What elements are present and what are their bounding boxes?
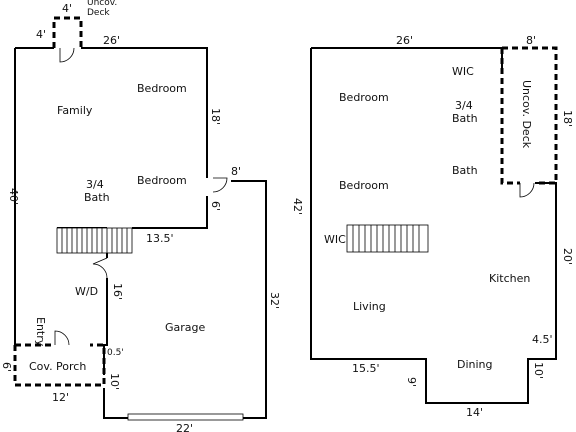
room-bath34-line1: 3/4 <box>455 99 473 112</box>
dim-32: 32' <box>268 292 281 309</box>
dim-26: 26' <box>103 34 120 47</box>
room-bath34-line2: Bath <box>452 112 478 125</box>
dim-40: 40' <box>7 188 20 205</box>
right-floor-plan: Bedroom Bedroom WIC WIC 3/4 Bath Bath Un… <box>291 34 574 419</box>
dim-right-15-5: 15.5' <box>352 362 380 375</box>
room-living: Living <box>353 300 386 313</box>
dim-right-20: 20' <box>561 248 574 265</box>
dim-18: 18' <box>209 108 222 125</box>
room-wic-left: WIC <box>324 233 346 246</box>
dim-right-4-5: 4.5' <box>532 333 553 346</box>
dim-right-10: 10' <box>532 362 545 379</box>
garage-entry-door-swing <box>212 177 228 193</box>
room-bath-line1: 3/4 <box>86 178 104 191</box>
room-dining: Dining <box>457 358 493 371</box>
right-left-wall <box>310 48 557 404</box>
dim-16: 16' <box>111 283 124 300</box>
room-wic-top: WIC <box>452 65 474 78</box>
deck-door-swing <box>59 47 75 63</box>
room-bedroom-2: Bedroom <box>137 174 187 187</box>
dim-10: 10' <box>108 373 121 390</box>
room-garage: Garage <box>165 321 206 334</box>
dim-22: 22' <box>176 422 193 432</box>
room-bedroom-1: Bedroom <box>137 82 187 95</box>
dim-4-left: 4' <box>36 28 46 41</box>
right-uncov-deck-outline <box>502 46 558 185</box>
right-stairs <box>346 224 429 253</box>
garage-door <box>127 413 244 421</box>
right-uncov-deck-inner <box>500 48 520 185</box>
room-bath: Bath <box>452 164 478 177</box>
room-right-uncov-deck: Uncov. Deck <box>520 80 533 149</box>
wd-door-swing <box>92 257 108 279</box>
room-cov-porch: Cov. Porch <box>29 360 86 373</box>
dim-right-8: 8' <box>526 34 536 47</box>
porch-door-swing <box>54 330 70 346</box>
dim-4-top: 4' <box>62 2 72 15</box>
right-deck-door-swing <box>519 182 535 198</box>
room-wd: W/D <box>75 285 98 298</box>
room-kitchen: Kitchen <box>489 272 530 285</box>
left-upper-bottom-wall <box>132 224 208 229</box>
dim-12: 12' <box>52 391 69 404</box>
room-bath-line2: Bath <box>84 191 110 204</box>
uncov-deck-label-line2: Deck <box>87 8 110 18</box>
dim-right-26: 26' <box>396 34 413 47</box>
left-top-wall-right <box>81 47 208 178</box>
room-right-bedroom-1: Bedroom <box>339 91 389 104</box>
dim-right-9: 9' <box>405 377 418 387</box>
left-uncov-deck-outline <box>52 16 83 48</box>
garage-bottom-wall <box>103 388 128 419</box>
uncov-deck-label-line1: Uncov. <box>87 0 117 8</box>
dim-right-14: 14' <box>466 406 483 419</box>
dim-right-42: 42' <box>291 198 304 215</box>
room-right-bedroom-2: Bedroom <box>339 179 389 192</box>
garage-right-wall <box>231 180 267 419</box>
room-family: Family <box>57 104 93 117</box>
dim-right-18: 18' <box>561 110 574 127</box>
room-entry: Entry <box>34 317 47 347</box>
dim-0-5: 0.5' <box>107 348 124 358</box>
dim-13-5: 13.5' <box>146 232 174 245</box>
left-stairs <box>56 227 133 254</box>
cov-porch-outline <box>13 343 106 387</box>
left-floor-plan: Family Bedroom Bedroom 3/4 Bath W/D Entr… <box>0 0 281 432</box>
dim-8: 8' <box>231 165 241 178</box>
dim-6-porch: 6' <box>0 362 13 372</box>
dim-6: 6' <box>209 201 222 211</box>
